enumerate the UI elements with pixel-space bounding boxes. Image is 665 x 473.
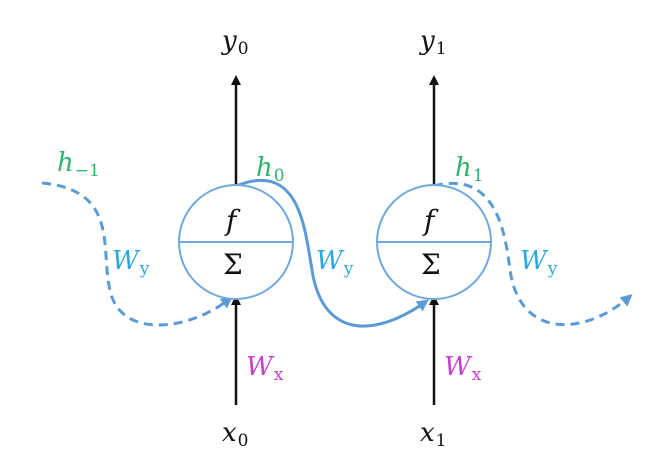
hidden-state-label-h-1: h−1 bbox=[57, 148, 100, 181]
input-weight-label-1: Wx bbox=[444, 352, 482, 385]
neuron-1 bbox=[376, 184, 492, 300]
sum-symbol-0: Σ bbox=[223, 248, 243, 281]
neuron-0 bbox=[178, 184, 294, 300]
output-label-y0: y0 bbox=[222, 26, 249, 59]
recurrent-weight-label-0: Wy bbox=[112, 246, 150, 279]
activation-symbol-0: f bbox=[226, 204, 237, 237]
output-label-y1: y1 bbox=[420, 26, 447, 59]
activation-symbol-1: f bbox=[424, 204, 435, 237]
recurrent-weight-label-2: Wy bbox=[520, 246, 558, 279]
input-label-x0: x0 bbox=[222, 418, 249, 451]
sum-symbol-1: Σ bbox=[421, 248, 441, 281]
recurrent-connection-in bbox=[41, 181, 233, 327]
recurrent-connection-out bbox=[433, 182, 633, 327]
input-weight-label-0: Wx bbox=[246, 352, 284, 385]
input-label-x1: x1 bbox=[420, 418, 447, 451]
hidden-state-label-h0: h0 bbox=[256, 153, 285, 186]
recurrent-weight-label-1: Wy bbox=[316, 246, 354, 279]
recurrent-connection-mid bbox=[235, 178, 429, 328]
hidden-state-label-h1: h1 bbox=[455, 153, 484, 186]
